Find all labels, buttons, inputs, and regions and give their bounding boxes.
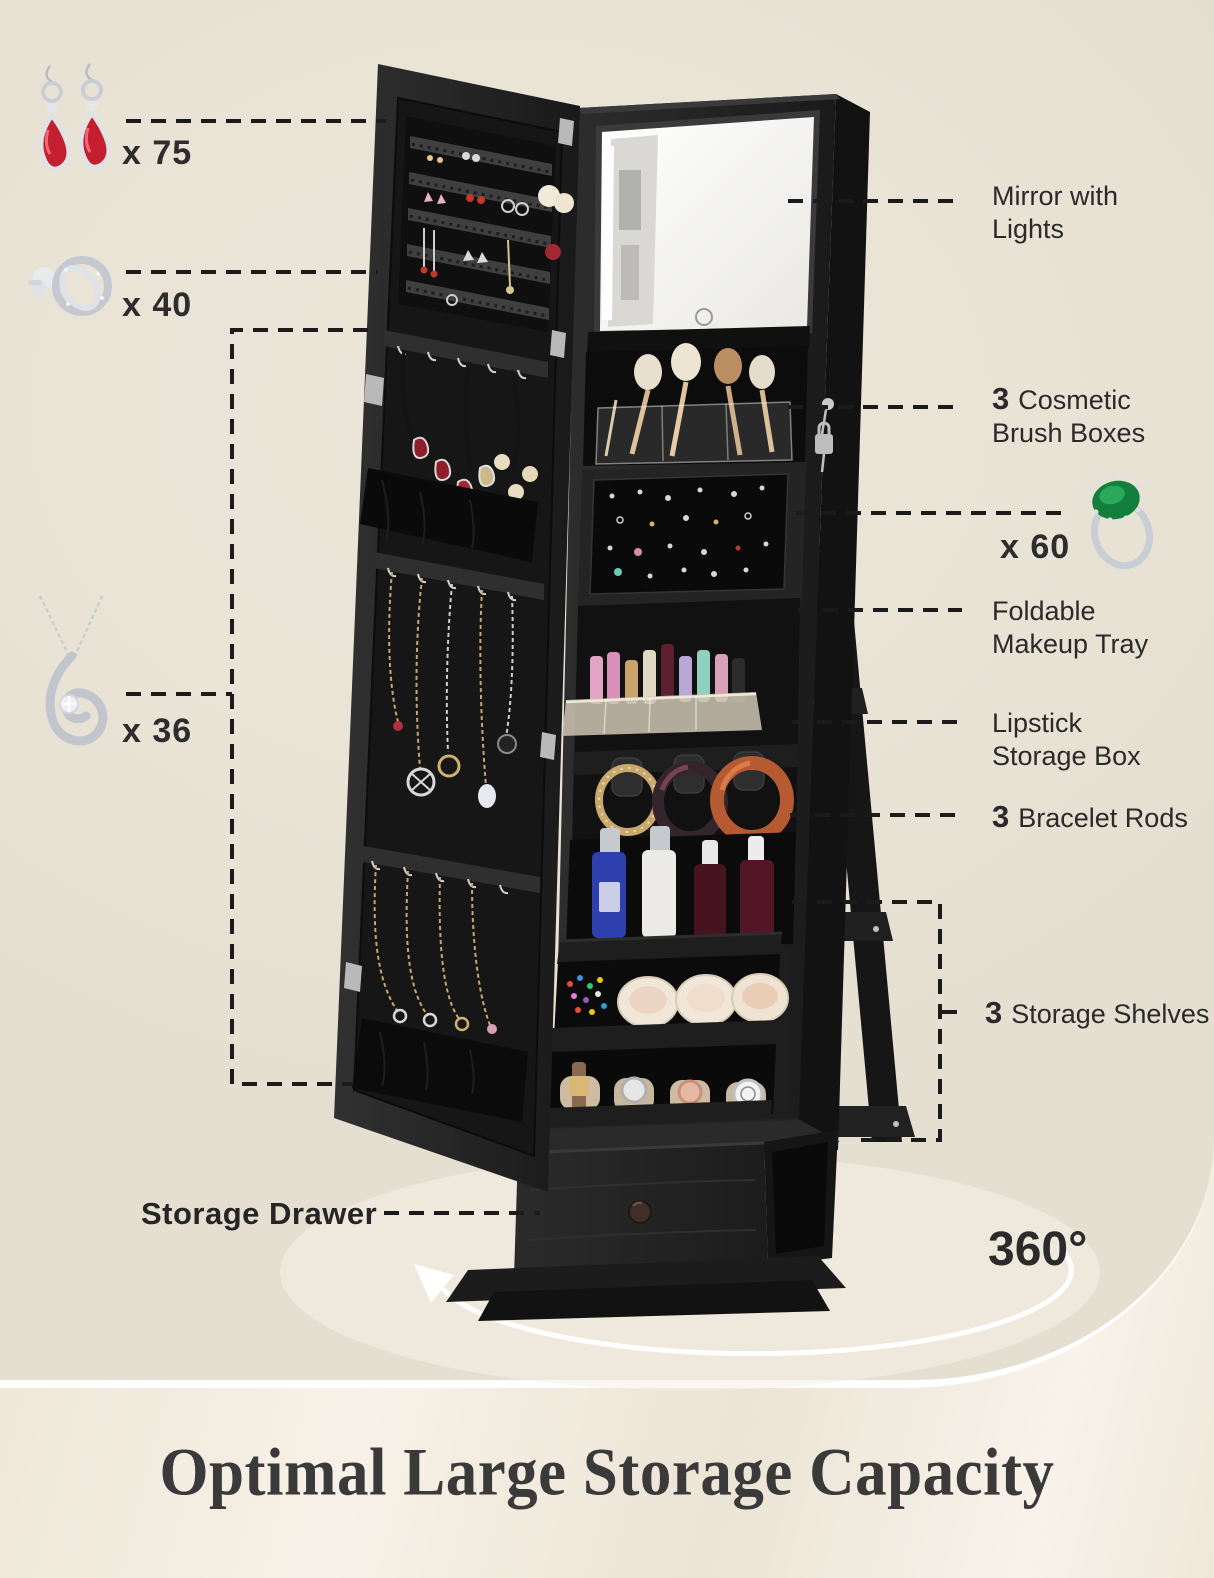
- count-gemstone-ring: x 60: [1000, 528, 1071, 566]
- gemstone-ring-image: [1086, 473, 1154, 570]
- callout-foldable-makeup-tray: Foldable Makeup Tray: [992, 596, 1149, 659]
- mirror-touch-button: [695, 308, 713, 326]
- cabinet-door: [334, 64, 580, 1192]
- velvet-pouch-upper: [360, 468, 538, 562]
- hanging-earrings: [420, 152, 529, 306]
- callout-mirror-with-lights: Mirror with Lights: [992, 181, 1118, 244]
- stud-earrings-image: [28, 256, 112, 316]
- bracket-door: [230, 328, 368, 1086]
- count-stud-earrings: x 40: [122, 286, 193, 324]
- velvet-pocket-lower: [352, 1018, 528, 1122]
- drawer-knob: [628, 1200, 652, 1224]
- page-title: Optimal Large Storage Capacity: [159, 1434, 1055, 1510]
- door-hinges: [344, 118, 574, 992]
- bottle-shelf: [557, 826, 796, 964]
- necklace-hooks-middle: [374, 552, 544, 808]
- drop-earrings-image: [39, 63, 111, 171]
- count-pendant-necklace: x 36: [122, 712, 193, 750]
- rotation-360-label: 360°: [988, 1223, 1088, 1276]
- cabinet-body: [538, 94, 870, 1158]
- callout-lines: [126, 119, 1062, 1215]
- brooch-cluster: [567, 975, 607, 1015]
- storage-shelf-compacts: [549, 954, 789, 1054]
- count-drop-earrings: x 75: [122, 134, 193, 172]
- storage-drawer-unit: [446, 1120, 846, 1321]
- callout-storage-drawer: Storage Drawer: [141, 1196, 378, 1231]
- mirror-with-lights: [594, 110, 820, 337]
- callout-lipstick-storage-box: Lipstick Storage Box: [992, 708, 1141, 771]
- ring-collection: [607, 485, 769, 579]
- foldable-makeup-tray: [578, 462, 806, 607]
- cosmetic-brush-boxes: [583, 343, 808, 466]
- lock-and-keys: [815, 398, 834, 473]
- necklace-hooks-lower: [358, 845, 540, 1034]
- long-chain-pendants: [393, 721, 517, 808]
- pendant-necklace-image: [38, 595, 108, 746]
- rotation-arrow: [414, 1247, 1074, 1357]
- bracket-shelves: [792, 900, 942, 1142]
- earring-storage-panel: [398, 116, 574, 332]
